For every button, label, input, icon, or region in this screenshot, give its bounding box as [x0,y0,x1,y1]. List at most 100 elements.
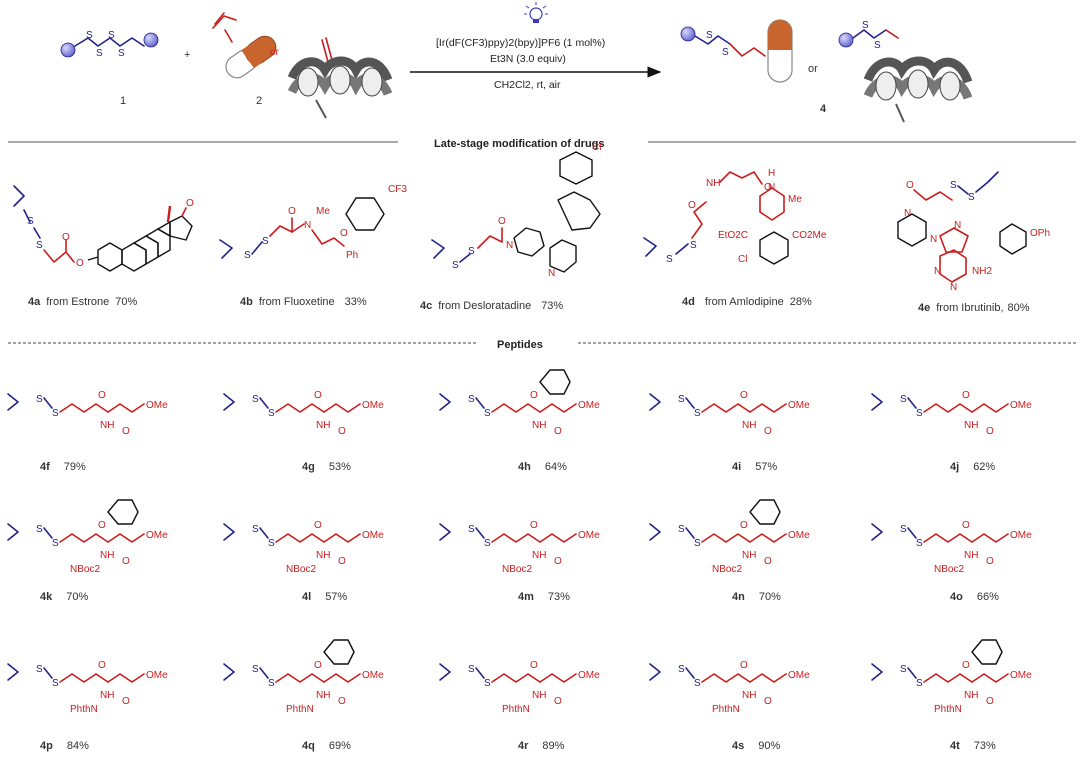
atom-nboc2: NBoc2 [712,564,742,575]
atom-o: O [740,390,748,401]
atom-n: N [768,182,775,193]
atom-s: S [690,240,697,251]
atom-ome: OMe [146,530,168,541]
atom-s: S [252,664,259,675]
atom-o: O [98,660,106,671]
compound-label-1: 1 [120,95,126,107]
atom-ome: OMe [146,400,168,411]
structure-4b: S S O N Me O Ph CF3 [219,184,407,261]
atom-nboc2: NBoc2 [70,564,100,575]
atom-s: S [108,30,115,41]
atom-ome: OMe [146,670,168,681]
atom-cf3: CF3 [388,184,407,195]
atom-o: O [530,390,538,401]
atom-ome: OMe [1010,670,1032,681]
atom-o: O [962,660,970,671]
atom-o: O [764,182,772,193]
atom-nboc2: NBoc2 [934,564,964,575]
atom-o: O [986,556,994,567]
atom-ome: OMe [788,670,810,681]
atom-o: O [986,696,994,707]
atom-s: S [268,408,275,419]
atom-s: S [86,30,93,41]
atom-s: S [268,678,275,689]
atom-o: O [314,520,322,531]
atom-ome: OMe [362,670,384,681]
atom-ome: OMe [362,530,384,541]
atom-s: S [678,394,685,405]
atom-o: O [764,426,772,437]
atom-s: S [96,48,103,59]
structure-4d: S S O NH O N H Me EtO2C CO2Me Cl [643,168,827,265]
atom-o: O [338,556,346,567]
atom-s: S [484,538,491,549]
reaction-arrow: [Ir(dF(CF3)ppy)2(bpy)]PF6 (1 mol%) Et3N … [410,2,662,91]
atom-o: O [554,426,562,437]
atom-phthn: PhthN [502,704,530,715]
atom-s: S [900,524,907,535]
atom-nh2: NH2 [972,266,992,277]
atom-me: Me [316,206,330,217]
section-header-drugs: Late-stage modification of drugs [434,138,605,150]
atom-ome: OMe [578,400,600,411]
atom-s: S [36,240,43,251]
atom-s: S [968,192,975,203]
atom-nh: NH [964,420,978,431]
atom-s: S [118,48,125,59]
atom-nh: NH [100,420,114,431]
or-text-right: or [808,63,818,75]
atom-o: O [314,390,322,401]
atom-s: S [900,664,907,675]
atom-o: O [530,660,538,671]
base-text: Et3N (3.0 equiv) [490,53,566,65]
atom-ome: OMe [578,530,600,541]
atom-s: S [874,40,881,51]
atom-s: S [694,678,701,689]
atom-s: S [52,678,59,689]
atom-eto2c: EtO2C [718,230,748,241]
atom-phthn: PhthN [70,704,98,715]
atom-o: O [554,556,562,567]
atom-ome: OMe [788,530,810,541]
atom-ome: OMe [788,400,810,411]
atom-s: S [52,538,59,549]
atom-s: S [706,30,713,41]
atom-o: O [498,216,506,227]
atom-o: O [122,556,130,567]
atom-s: S [678,524,685,535]
structure-4e: O S S N N N OPh N N NH2 [897,171,1050,293]
atom-s: S [36,664,43,675]
reagent-1-disulfide: S S S S [60,30,159,59]
product-4-pill: S S [680,19,793,83]
atom-o: O [186,198,194,209]
atom-s: S [244,250,251,261]
atom-o: O [986,426,994,437]
atom-nh: NH [532,550,546,561]
atom-o: O [962,390,970,401]
atom-s: S [694,408,701,419]
atom-s: S [36,394,43,405]
atom-me: Me [788,194,802,205]
